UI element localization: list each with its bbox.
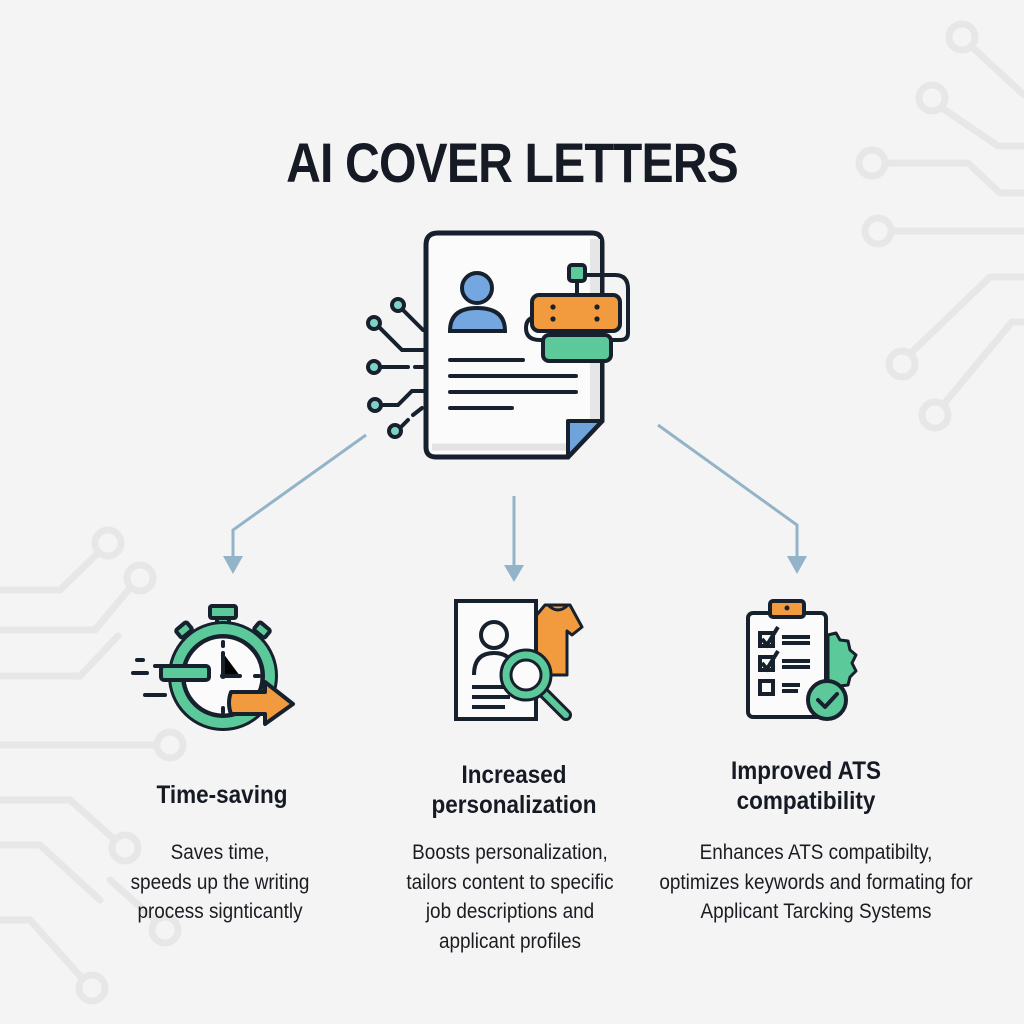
- feature-desc-personalization: Boosts personalization, tailors content …: [406, 840, 614, 953]
- text-lines: [448, 358, 578, 410]
- feature-title-personalization: Increased personalization: [431, 761, 597, 819]
- feature-title-time-saving: Time-saving: [156, 781, 288, 809]
- feature-title-ats: Improved ATS compatibility: [730, 757, 882, 815]
- feature-desc-ats: Enhances ATS compatibilty, optimizes key…: [659, 840, 973, 923]
- robot-head-icon: [523, 263, 630, 363]
- page-title: AI COVER LETTERS: [286, 130, 739, 194]
- document-with-robot-icon: [366, 230, 630, 460]
- resume-search-icon: [454, 599, 584, 721]
- feature-desc-time-saving: Saves time, speeds up the writing proces…: [130, 840, 310, 923]
- circuit-lines-icon: [373, 305, 427, 432]
- checklist-gear-icon: [746, 599, 858, 721]
- folded-corner: [566, 419, 604, 459]
- stopwatch-fast-icon: [131, 604, 295, 731]
- user-avatar-icon: [447, 271, 508, 333]
